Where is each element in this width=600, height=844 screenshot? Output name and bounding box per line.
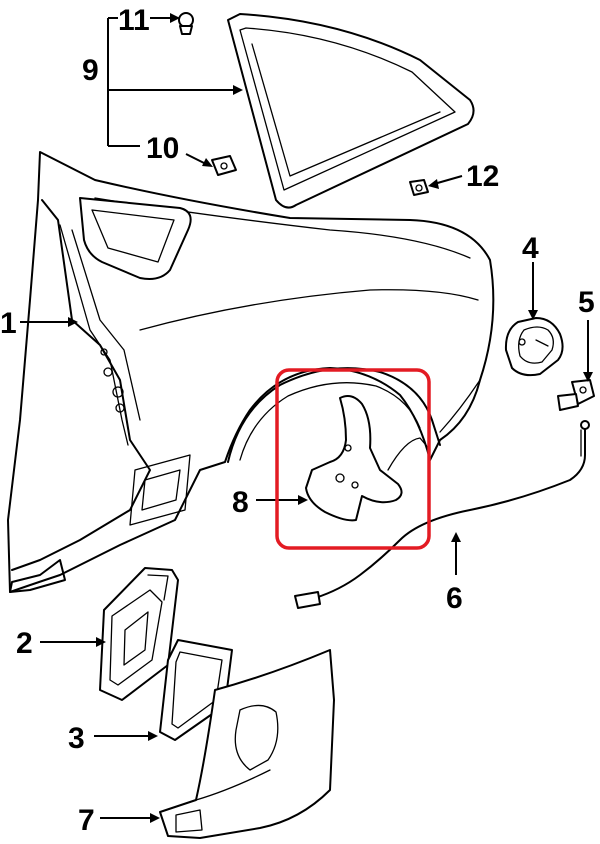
callout-12: 12 xyxy=(466,160,499,193)
callout-2: 2 xyxy=(16,627,33,660)
quarter-window-glass xyxy=(227,13,475,209)
inner-wheelhouse xyxy=(387,437,431,471)
callout-5: 5 xyxy=(578,286,595,319)
clip-10 xyxy=(211,155,237,176)
wheelhouse-liner xyxy=(305,395,403,522)
callout-labels: 1 2 3 4 5 6 7 8 9 10 11 12 xyxy=(0,4,595,837)
fuel-door xyxy=(504,317,564,377)
release-actuator xyxy=(557,379,595,411)
callout-8: 8 xyxy=(232,486,249,519)
callout-11: 11 xyxy=(118,4,150,37)
release-cable xyxy=(294,420,590,609)
callout-3: 3 xyxy=(68,722,85,755)
callout-10: 10 xyxy=(146,132,179,165)
quarter-panel xyxy=(7,151,495,593)
lower-extension xyxy=(159,649,335,839)
clip-11 xyxy=(178,12,194,35)
callout-1: 1 xyxy=(0,307,17,340)
callout-6: 6 xyxy=(446,582,463,615)
highlight-box xyxy=(275,368,431,550)
housing-seal xyxy=(159,639,233,741)
callout-4: 4 xyxy=(522,232,539,265)
callout-9: 9 xyxy=(82,54,99,87)
fuel-housing xyxy=(99,567,179,701)
callout-7: 7 xyxy=(78,804,95,837)
nut-12 xyxy=(409,179,429,196)
